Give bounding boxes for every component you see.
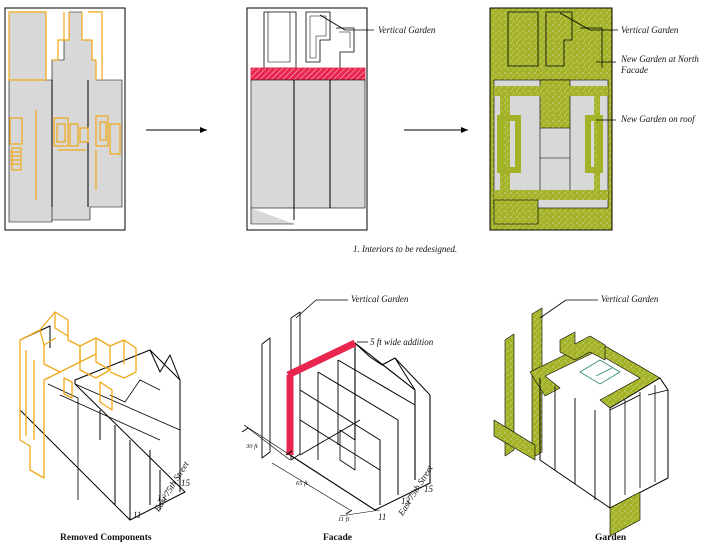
label-addition: 5 ft wide addition (370, 337, 434, 347)
note-interiors: 1. Interiors to be redesigned. (353, 244, 458, 254)
dim-65-ft: 65 ft (296, 480, 308, 487)
label-vertical-garden-axon-2: Vertical Garden (351, 294, 409, 304)
dim-11-ft: 11 ft (338, 516, 350, 523)
street-number-11: 11 (133, 510, 142, 520)
plan-garden (489, 7, 618, 231)
caption-garden: Garden (595, 533, 627, 543)
plan-removed-components (4, 7, 126, 231)
removed-components-lines (8, 11, 121, 200)
label-vertical-garden-plan-3: Vertical Garden (621, 25, 679, 35)
label-new-garden-roof: New Garden on roof (621, 114, 695, 124)
label-new-garden-north-facade: Facade (621, 65, 648, 75)
dim-30-ft: 30 ft (246, 443, 258, 450)
label-vertical-garden-axon-3: Vertical Garden (601, 294, 659, 304)
street-number-13: 13 (157, 493, 166, 503)
street-number-15-facade: 15 (424, 484, 433, 494)
axon-facade (241, 299, 431, 517)
addition-band (250, 67, 366, 81)
label-vertical-garden-plan: Vertical Garden (378, 25, 436, 35)
street-number-11-facade: 11 (378, 512, 387, 522)
axon-removed-components (19, 311, 186, 521)
street-number-13-facade: 13 (401, 496, 410, 506)
axon-garden (493, 299, 669, 537)
caption-facade: Facade (323, 533, 353, 543)
plan-facade (246, 7, 374, 231)
street-number-15: 15 (181, 478, 190, 488)
caption-removed-components: Removed Components (60, 533, 152, 543)
label-new-garden-north: New Garden at North (621, 54, 699, 64)
